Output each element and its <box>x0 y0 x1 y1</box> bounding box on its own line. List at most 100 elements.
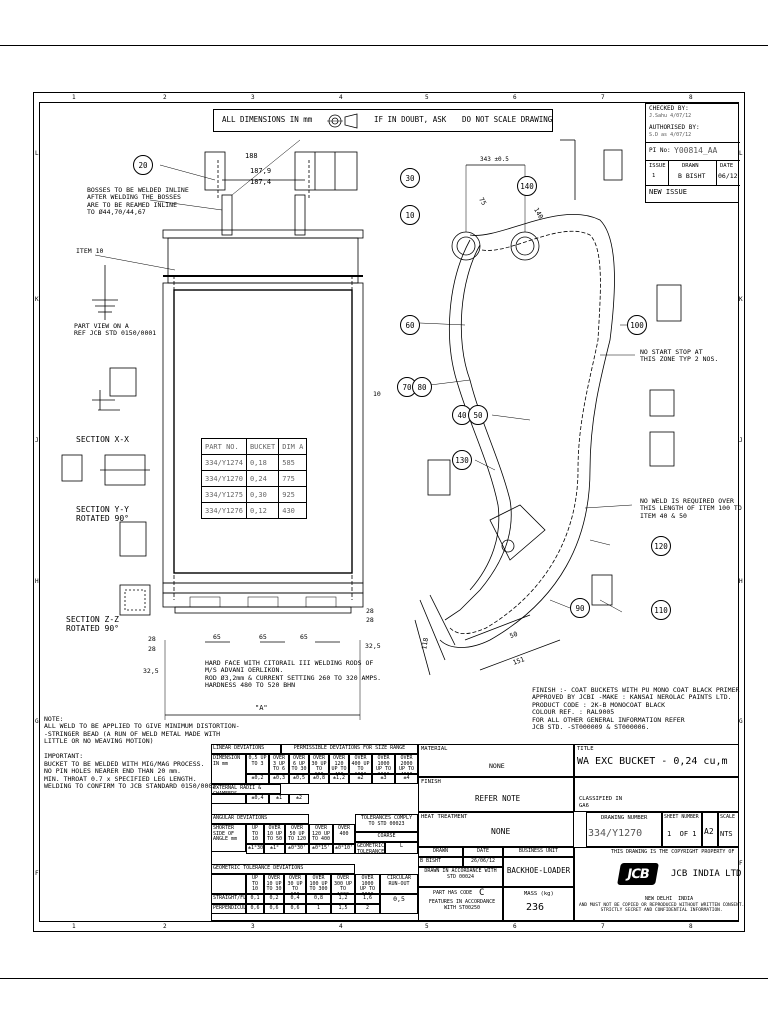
table-row: 334/Y1274 0,18 585 <box>201 454 308 471</box>
linear-value: ±2 <box>349 774 372 784</box>
dimensions-note: ALL DIMENSIONS IN mm <box>222 115 313 124</box>
grid-row-label: H <box>35 578 39 585</box>
coarse-label: COARSE <box>355 832 418 842</box>
grid-col-label: 5 <box>425 94 429 101</box>
dim-32-5: 32,5 <box>365 642 381 650</box>
table-cell: 0,12 <box>245 502 280 519</box>
linear-value: ±0,2 <box>246 774 269 784</box>
part-number-table: PART NO. BUCKET DIM A 334/Y1274 0,18 585… <box>201 438 308 519</box>
material-value: NONE <box>489 762 505 770</box>
straightness-value: 0,4 <box>284 894 306 904</box>
grid-row-label: J <box>35 437 39 444</box>
straightness-value: 1,6 <box>355 894 380 904</box>
geo-range: OVER 100 UP TO 300 <box>306 874 331 894</box>
table-cell: 430 <box>278 502 308 519</box>
linear-value: ±3 <box>372 774 395 784</box>
grid-col-label: 2 <box>163 923 167 930</box>
pi-label: PI No: <box>649 147 671 154</box>
balloon-item: 80 <box>412 377 432 397</box>
dim-65: 65 <box>300 633 308 641</box>
linear-value: ±0,3 <box>269 774 289 784</box>
balloon-item: 130 <box>452 450 472 470</box>
angular-value: ±1°30' <box>246 844 264 854</box>
table-cell: 925 <box>278 486 308 503</box>
dim-28: 28 <box>366 616 374 624</box>
table-header-cell: BUCKET <box>245 438 280 455</box>
geo-range: OVER 10 UP TO 30 <box>264 874 284 894</box>
dim-a: "A" <box>255 704 268 712</box>
grid-col-label: 8 <box>689 923 693 930</box>
business-value: BACKHOE-LOADER <box>503 857 574 887</box>
geo-range: OVER 1000 UP TO 3000 <box>355 874 380 894</box>
new-issue: NEW ISSUE <box>649 188 687 196</box>
drawing-number-label: DRAWING NUMBER <box>601 815 648 821</box>
grid-row-label: K <box>35 296 39 303</box>
perpendicular-value: 0,6 <box>284 904 306 914</box>
angular-range: OVER 400 <box>333 824 355 844</box>
geometric-tolerance-value: L <box>385 842 418 854</box>
radii-value: ±1 <box>269 794 289 804</box>
grid-col-label: 5 <box>425 923 429 930</box>
grid-col-label: 1 <box>72 94 76 101</box>
part-code-cell: PART HAS CODE C FEATURES IN ACCORDANCE W… <box>418 887 503 921</box>
linear-value: ±4 <box>395 774 418 784</box>
straightness-value: 0,8 <box>306 894 331 904</box>
company-cell: THIS DRAWING IS THE COPYRIGHT PROPERTY O… <box>574 847 744 921</box>
sheet-cell: SHEET NUMBER 1 OF 1 <box>662 812 702 847</box>
material-cell: MATERIAL NONE <box>418 744 574 777</box>
drawn-accordance: DRAWN IN ACCORDANCE WITH STD 00024 <box>418 867 503 887</box>
permissible-title: PERMISSIBLE DEVIATIONS FOR SIZE RANGE <box>281 744 418 754</box>
classified-label: CLASSIFIED IN <box>579 796 623 802</box>
section-yy-label: SECTION Y-Y ROTATED 90° <box>76 505 129 524</box>
perpendicular-label: PERPENDICULAR <box>211 904 246 914</box>
finish-note: FINISH :- COAT BUCKETS WITH PU MONO COAT… <box>532 686 740 732</box>
range-header: OVER 2000 UP TO 4000 <box>395 754 418 774</box>
dim-187-9: 187,9 <box>250 167 272 175</box>
grid-row-label: G <box>739 718 743 725</box>
table-cell: 0,24 <box>245 470 280 487</box>
linear-value: ±1,2 <box>329 774 349 784</box>
dim-10: 10 <box>373 390 381 398</box>
table-cell: 0,18 <box>245 454 280 471</box>
grid-col-label: 3 <box>251 94 255 101</box>
heat-value: NONE <box>491 827 511 836</box>
company-name: JCB INDIA LTD <box>671 869 742 879</box>
balloon-item: 20 <box>133 155 153 175</box>
classified-value: GA6 <box>579 803 589 809</box>
mass-value: 236 <box>526 902 545 913</box>
grid-col-label: 7 <box>601 923 605 930</box>
table-row: 334/Y1276 0,12 430 <box>201 502 308 519</box>
balloon-item: 140 <box>517 176 537 196</box>
drawn-header: DRAWN <box>418 847 463 857</box>
dim-28: 28 <box>148 635 156 643</box>
grid-row-label: K <box>739 296 743 303</box>
pi-value: Y00814_AA <box>674 146 718 155</box>
page-top-line <box>0 45 768 46</box>
table-header-cell: DIM A <box>278 438 308 455</box>
issue-value: 1 <box>652 173 656 179</box>
linear-deviations-title: LINEAR DEVIATIONS <box>211 744 281 754</box>
straightness-value: 0,2 <box>264 894 284 904</box>
bosses-note: BOSSES TO BE WELDED INLINE AFTER WELDING… <box>87 186 189 217</box>
angular-range: UP TO 10 <box>246 824 264 844</box>
grid-row-label: H <box>739 578 743 585</box>
part-code-value: C <box>479 888 485 898</box>
tolerances-note: TOLERANCES COMPLY TO STD 00023 <box>355 814 418 832</box>
authorised-label: AUTHORISED BY: <box>649 124 700 131</box>
checked-value: J.Sahu 4/07/12 <box>649 113 692 119</box>
angular-range: OVER 50 UP TO 120 <box>285 824 309 844</box>
balloon-item: 120 <box>651 536 671 556</box>
geometric-title: GEOMETRIC TOLERANCE DEVIATIONS <box>211 864 355 874</box>
no-weld-note: NO WELD IS REQUIRED OVER THIS LENGTH OF … <box>640 497 742 520</box>
features-note: FEATURES IN ACCORDANCE WITH ST00250 <box>428 899 496 911</box>
table-cell: 334/Y1274 <box>201 454 247 471</box>
table-cell: 0,30 <box>245 486 280 503</box>
grid-col-label: 6 <box>513 94 517 101</box>
title-value: WA EXC BUCKET - 0,24 cu,m <box>577 756 728 767</box>
drawing-number-cell: DRAWING NUMBER 334/Y1270 <box>586 812 662 847</box>
scale-value: NTS <box>720 830 733 838</box>
grid-row-label: L <box>739 150 743 157</box>
table-header-row: PART NO. BUCKET DIM A <box>201 438 308 455</box>
drawing-frame-outer <box>33 92 745 932</box>
